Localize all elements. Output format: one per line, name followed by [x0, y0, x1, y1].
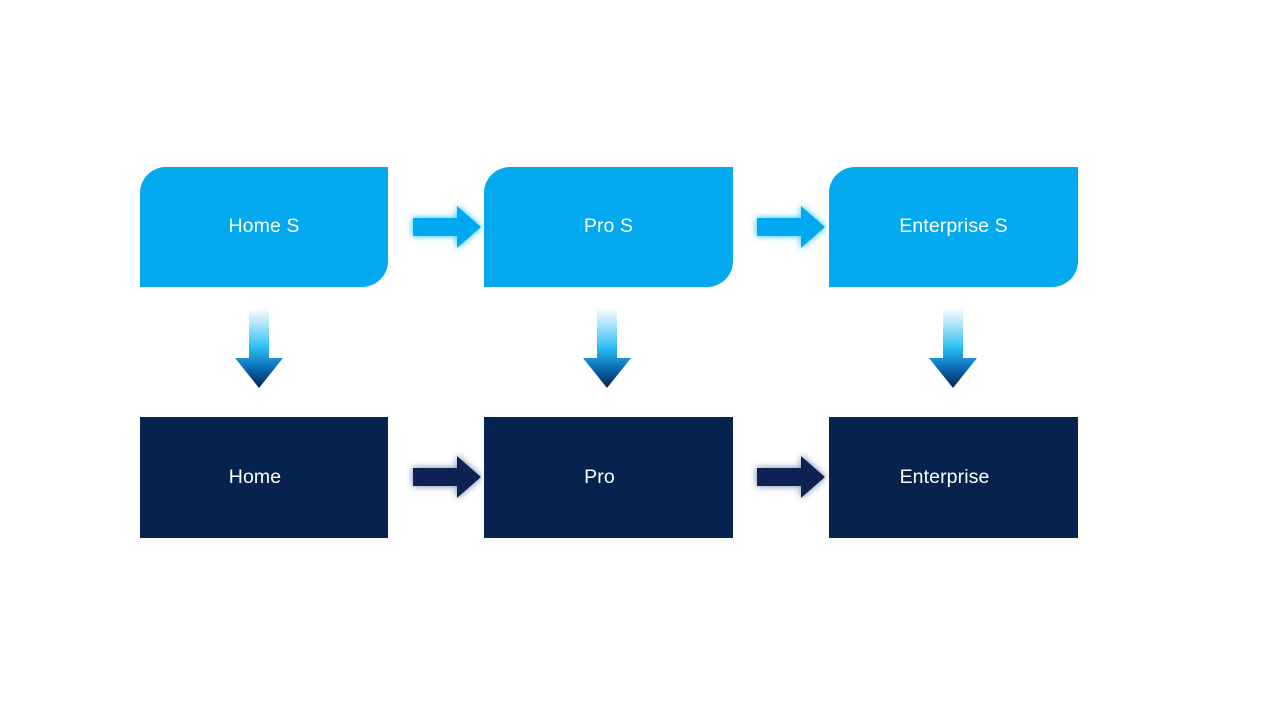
connector-bottom-arrow-1[interactable] [409, 452, 485, 502]
connector-down-arrow-home[interactable] [231, 308, 287, 390]
arrow-down-icon [929, 308, 977, 388]
connector-top-arrow-2[interactable] [753, 202, 829, 252]
connector-down-arrow-pro[interactable] [579, 308, 635, 390]
arrow-right-icon [413, 456, 481, 498]
node-label: Enterprise S [899, 215, 1008, 238]
arrow-down-icon [235, 308, 283, 388]
node-pro-s[interactable]: Pro S [484, 167, 733, 287]
node-enterprise-s[interactable]: Enterprise S [829, 167, 1078, 287]
connector-bottom-arrow-2[interactable] [753, 452, 829, 502]
node-label: Home [228, 465, 282, 488]
node-label: Pro S [583, 215, 634, 238]
arrow-right-icon [757, 456, 825, 498]
node-home-s[interactable]: Home S [140, 167, 388, 287]
arrow-right-icon [757, 206, 825, 248]
node-label: Home S [228, 215, 300, 238]
arrow-right-icon [413, 206, 481, 248]
node-enterprise[interactable]: Enterprise [829, 417, 1078, 538]
connector-top-arrow-1[interactable] [409, 202, 485, 252]
node-pro[interactable]: Pro [484, 417, 733, 538]
connector-down-arrow-enterprise[interactable] [925, 308, 981, 390]
arrow-down-icon [583, 308, 631, 388]
node-label: Pro [584, 465, 615, 488]
node-label: Enterprise [899, 465, 990, 488]
node-home[interactable]: Home [140, 417, 388, 538]
